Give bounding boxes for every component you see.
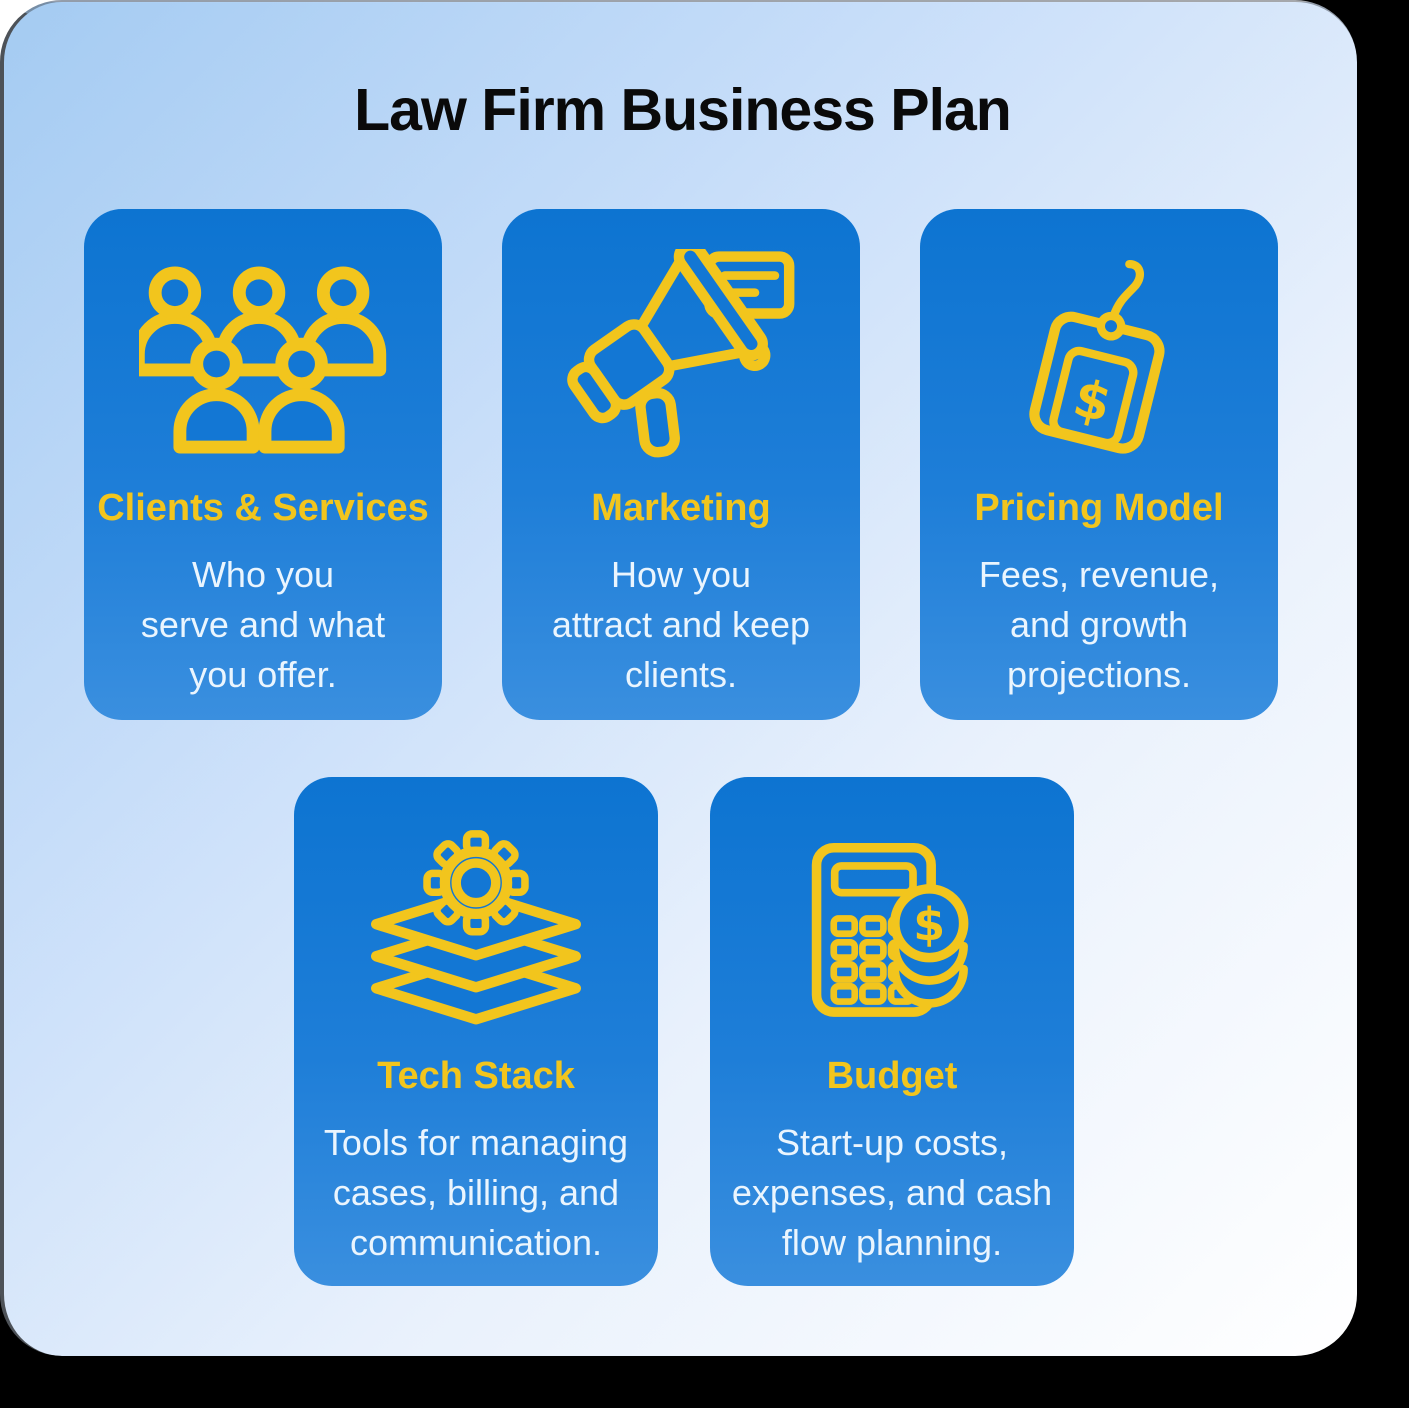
card-budget: $ Budget Start-up costs, expenses, and c… (710, 777, 1074, 1286)
desc-line: Start-up costs, (775, 1122, 1009, 1163)
desc-line: cases, billing, and (332, 1172, 620, 1213)
desc-line: you offer. (189, 654, 337, 695)
desc-line: and growth (1009, 604, 1189, 645)
card-clients-services: Clients & Services Who you serve and wha… (84, 209, 442, 720)
card-title: Clients & Services (97, 487, 429, 529)
card-title: Budget (826, 1055, 958, 1097)
calculator-coins-icon: $ (710, 803, 1074, 1053)
layers-gear-icon (294, 803, 658, 1053)
page-title: Law Firm Business Plan (354, 77, 1012, 143)
people-group-icon (139, 266, 387, 454)
dollar-sign: $ (1068, 367, 1117, 434)
price-tag-icon: $ (920, 235, 1278, 485)
price-tag-icon: $ (1029, 259, 1165, 454)
desc-line: projections. (1006, 654, 1192, 695)
card-title: Tech Stack (377, 1055, 575, 1097)
layer-stack (371, 887, 581, 1025)
front-row-people (173, 337, 345, 454)
desc-line: attract and keep (551, 604, 811, 645)
gear (423, 830, 529, 936)
desc-line: flow planning. (781, 1222, 1003, 1263)
calculator-coins-icon: $ (811, 843, 969, 1017)
desc-line: serve and what (140, 604, 386, 645)
card-title: Marketing (591, 487, 771, 529)
desc-line: Who you (191, 554, 335, 595)
dollar-sign: $ (913, 897, 945, 951)
desc-line: How you (610, 554, 752, 595)
back-row-people (139, 266, 387, 377)
megaphone-horn (567, 248, 771, 457)
price-tag: $ (1029, 259, 1165, 454)
desc-line: Tools for managing (323, 1122, 629, 1163)
desc-line: communication. (349, 1222, 603, 1263)
card-marketing: Marketing How you attract and keep clien… (502, 209, 860, 720)
card-description: Fees, revenue, and growth projections. (920, 550, 1278, 700)
card-description: How you attract and keep clients. (502, 550, 860, 700)
megaphone-icon (567, 248, 795, 457)
card-title: Pricing Model (974, 487, 1224, 529)
people-group-icon (84, 235, 442, 485)
card-pricing-model: $ Pricing Model Fees, revenue, and growt… (920, 209, 1278, 720)
coin-stack: $ (890, 884, 969, 1008)
card-description: Who you serve and what you offer. (84, 550, 442, 700)
infographic-panel: Law Firm Business Plan (0, 0, 1357, 1356)
layers-gear-icon (371, 830, 581, 1025)
megaphone-icon (502, 235, 860, 485)
desc-line: expenses, and cash (731, 1172, 1053, 1213)
desc-line: clients. (624, 654, 738, 695)
card-description: Tools for managing cases, billing, and c… (294, 1118, 658, 1268)
card-description: Start-up costs, expenses, and cash flow … (710, 1118, 1074, 1268)
card-tech-stack: Tech Stack Tools for managing cases, bil… (294, 777, 658, 1286)
desc-line: Fees, revenue, (978, 554, 1220, 595)
